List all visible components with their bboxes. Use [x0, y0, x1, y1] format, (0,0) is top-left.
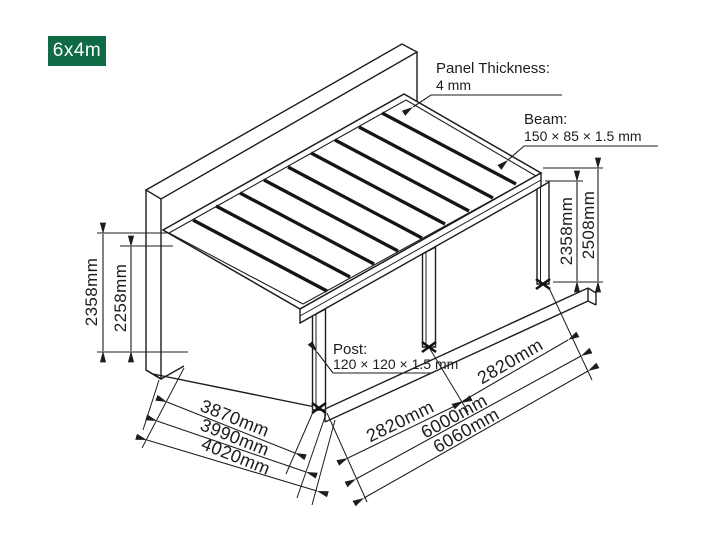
dim-line-6060	[352, 362, 600, 507]
beam-label-line1: Beam:	[524, 111, 567, 128]
post-label-line2: 120 × 120 × 1.5 mm	[333, 356, 458, 372]
callout-panel-thickness: Panel Thickness: 4 mm	[401, 60, 562, 116]
roof-panel-stripes	[192, 111, 517, 293]
size-badge: 6x4m	[48, 36, 106, 66]
post-leader	[307, 341, 432, 374]
dim-bay-right-label: 2820mm	[474, 334, 547, 388]
panel-thickness-leader	[401, 94, 562, 116]
dim-right-outer-label: 2508mm	[579, 191, 598, 260]
dim-line-depth-4020	[135, 433, 329, 498]
dim-left-inner-label: 2258mm	[111, 264, 130, 333]
post-label-line1: Post:	[333, 341, 367, 358]
beam-label-line2: 150 × 85 × 1.5 mm	[524, 128, 642, 144]
dimension-lines	[99, 157, 602, 507]
beam-leader	[497, 145, 658, 170]
posts	[311, 180, 551, 415]
dim-right-inner-label: 2358mm	[557, 197, 576, 266]
panel-thickness-label-line2: 4 mm	[436, 77, 471, 93]
callout-beam: Beam: 150 × 85 × 1.5 mm	[497, 111, 658, 170]
roof	[161, 93, 543, 325]
callout-post: Post: 120 × 120 × 1.5 mm	[307, 341, 458, 374]
dim-left-outer-label: 2358mm	[82, 258, 101, 327]
size-badge-label: 6x4m	[52, 40, 102, 61]
panel-thickness-label-line1: Panel Thickness:	[436, 60, 550, 77]
